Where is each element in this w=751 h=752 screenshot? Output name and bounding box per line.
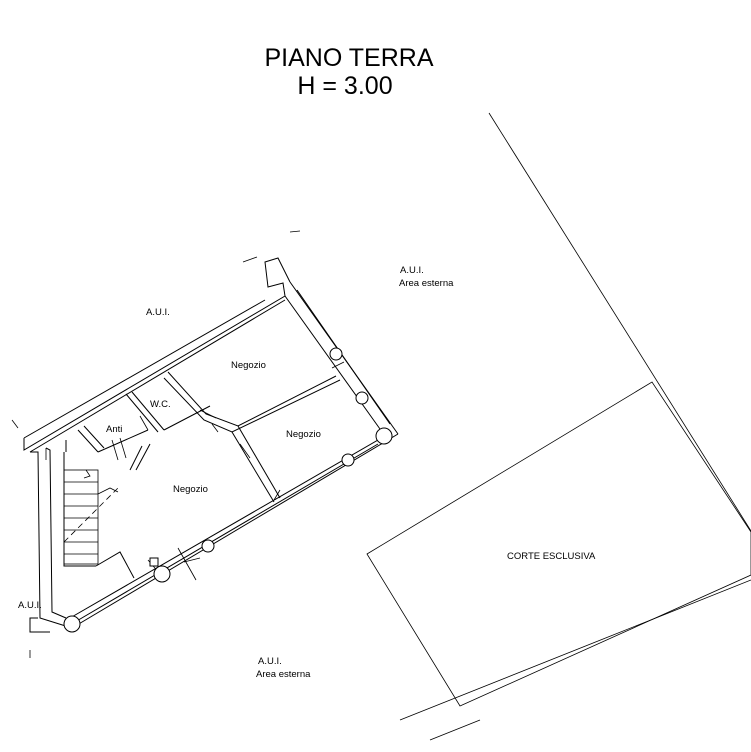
label-aui-left: A.U.I. [18, 600, 42, 611]
building-walls [23, 257, 399, 633]
property-boundaries [242, 112, 751, 741]
column-5 [201, 539, 215, 553]
label-area-esterna-bottom: Area esterna [256, 669, 311, 680]
plan-height: H = 3.00 [297, 72, 392, 100]
label-wc: W.C. [150, 399, 171, 410]
column-4 [341, 453, 355, 467]
column-7 [63, 615, 81, 633]
label-corte-esclusiva: CORTE ESCLUSIVA [507, 551, 596, 562]
door-marks [11, 361, 345, 658]
label-aui-top-left: A.U.I. [146, 307, 170, 318]
label-area-esterna-top-right: Area esterna [399, 278, 454, 289]
label-anti: Anti [106, 424, 122, 435]
label-aui-bottom: A.U.I. [258, 656, 282, 667]
columns [63, 347, 393, 633]
label-negozio-right: Negozio [286, 429, 321, 440]
column-8 [149, 557, 159, 567]
plan-title: PIANO TERRA [264, 44, 433, 72]
label-negozio-lower: Negozio [173, 484, 208, 495]
column-6 [153, 565, 171, 583]
staircase [63, 469, 119, 565]
label-negozio-upper: Negozio [231, 360, 266, 371]
column-2 [355, 391, 369, 405]
column-1 [329, 347, 343, 361]
column-3 [375, 427, 393, 445]
corte-esclusiva-area [366, 381, 751, 707]
label-aui-top-right: A.U.I. [400, 265, 424, 276]
interior-partitions [63, 371, 341, 579]
